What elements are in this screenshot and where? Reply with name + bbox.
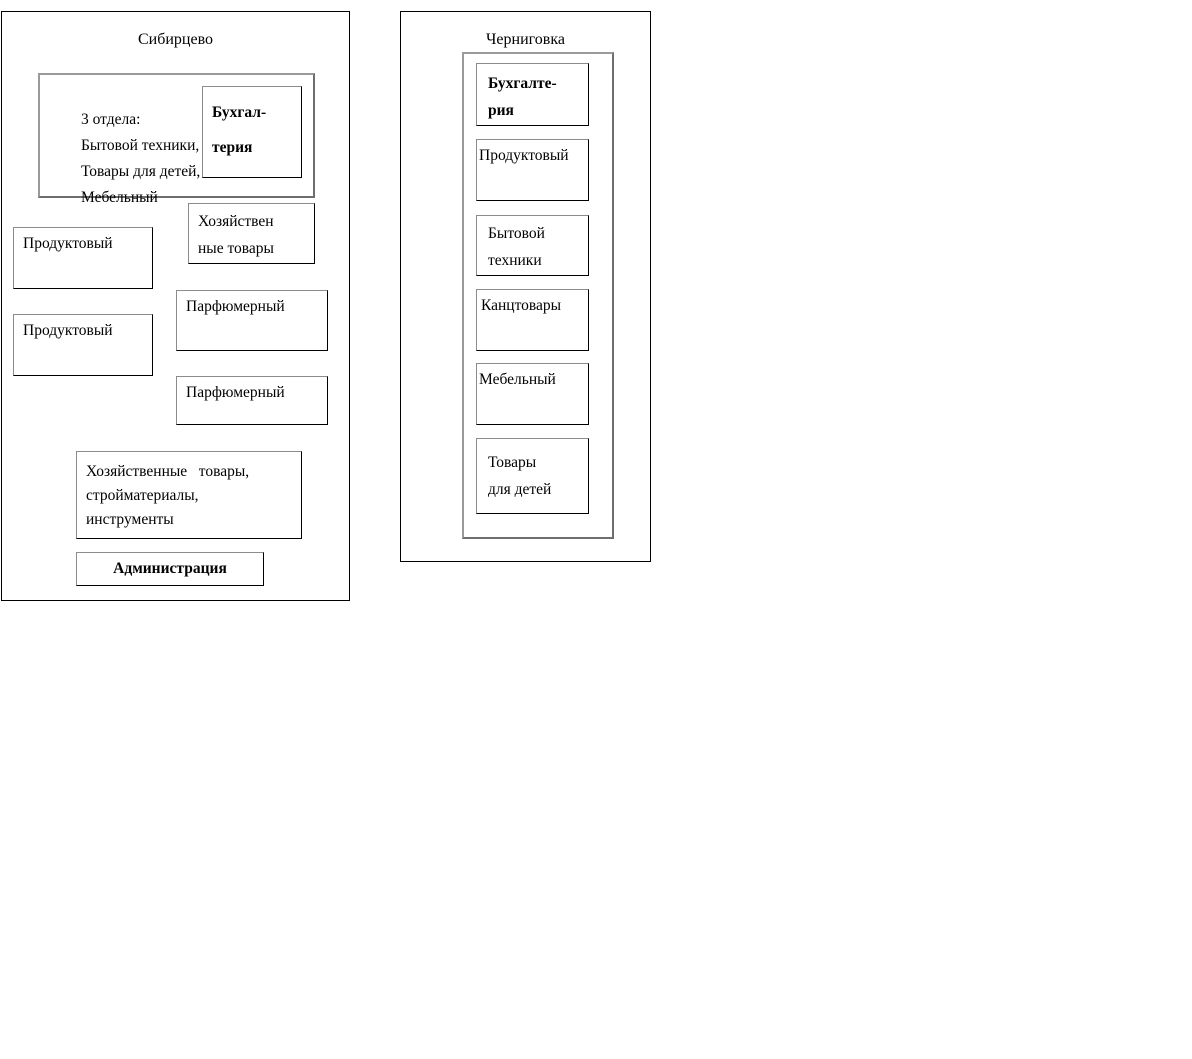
dept-label: Канцтовары	[481, 297, 562, 314]
dept-administratsiya[interactable]: Администрация	[76, 552, 264, 586]
three-departments-line-3: Товары для детей,	[81, 163, 201, 180]
dept-label-line-1: Бухгалте-	[488, 75, 557, 92]
dept-label: Мебельный	[479, 371, 556, 388]
dept-label: Продуктовый	[23, 322, 113, 339]
dept-label: Продуктовый	[23, 235, 113, 252]
dept-label-line-2: ные товары	[198, 240, 274, 257]
dept-buhgalteriya-sibirtsevo[interactable]: Бухгал- терия	[202, 86, 302, 178]
dept-label-line-1: Хозяйствен	[198, 213, 274, 230]
dept-tovary-dlya-detey[interactable]: Товары для детей	[476, 438, 589, 514]
dept-produktovyy-1[interactable]: Продуктовый	[13, 227, 153, 289]
dept-kanctovary[interactable]: Канцтовары	[476, 289, 589, 351]
dept-label-line-2: рия	[488, 102, 514, 119]
dept-label-line-1: Товары	[488, 454, 537, 471]
dept-label-line-1: Хозяйственные товары,	[86, 463, 250, 480]
dept-parfyumernyy-2[interactable]: Парфюмерный	[176, 376, 328, 425]
dept-parfyumernyy-1[interactable]: Парфюмерный	[176, 290, 328, 351]
three-departments-line-4: Мебельный	[81, 189, 158, 206]
dept-produktovyy-chernigovka[interactable]: Продуктовый	[476, 139, 589, 201]
panel-title-chernigovka: Черниговка	[486, 31, 565, 48]
dept-label-line-3: инструменты	[86, 511, 174, 528]
panel-chernigovka: Черниговка Бухгалте- рия Продуктовый Быт…	[400, 11, 651, 562]
three-departments-line-1: 3 отдела:	[81, 111, 141, 128]
dept-label-line-2: стройматериалы,	[86, 487, 199, 504]
dept-hoz-stroy-instrument[interactable]: Хозяйственные товары, стройматериалы, ин…	[76, 451, 302, 539]
dept-produktovyy-2[interactable]: Продуктовый	[13, 314, 153, 376]
dept-mebelnyy-chernigovka[interactable]: Мебельный	[476, 363, 589, 425]
dept-label-line-1: Бытовой	[488, 225, 545, 242]
dept-label-line-2: для детей	[488, 481, 552, 498]
dept-buhgalteriya-chernigovka[interactable]: Бухгалте- рия	[476, 63, 589, 126]
dept-label: Продуктовый	[479, 147, 569, 164]
panel-sibirtsevo: Сибирцево 3 отдела: Бытовой техники, Тов…	[1, 11, 350, 601]
dept-bytovoy-tehniki[interactable]: Бытовой техники	[476, 215, 589, 276]
dept-label: Парфюмерный	[186, 298, 285, 315]
dept-hozyaystvennye-tovary[interactable]: Хозяйствен ные товары	[188, 203, 315, 264]
dept-label: Парфюмерный	[186, 384, 285, 401]
dept-label-line-2: техники	[488, 252, 542, 269]
three-departments-text: 3 отдела: Бытовой техники, Товары для де…	[50, 81, 200, 237]
dept-label-line-1: Бухгал-	[212, 104, 267, 121]
three-departments-line-2: Бытовой техники,	[81, 137, 200, 154]
dept-label-line-2: терия	[212, 139, 253, 156]
panel-title-sibirtsevo: Сибирцево	[137, 31, 214, 48]
dept-label: Администрация	[113, 560, 227, 577]
